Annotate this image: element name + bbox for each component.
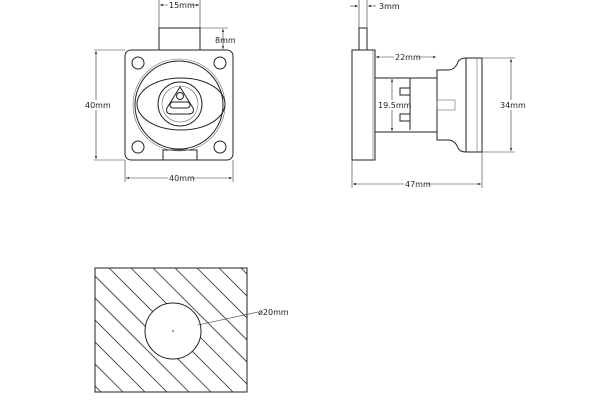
dim-8mm: 8mm (215, 36, 236, 45)
cutout-view: ø20mm (0, 267, 409, 393)
hatch-line (95, 385, 102, 392)
hatch-line (152, 268, 247, 363)
hatch-line (196, 268, 247, 319)
dim-34mm: 34mm (500, 101, 526, 110)
dim-15mm: 15mm (169, 1, 195, 10)
dim-47mm: 47mm (405, 180, 431, 189)
hatch-line (263, 268, 387, 392)
dim-19-5mm: 19.5mm (378, 101, 412, 110)
dim-40mm-height: 40mm (85, 101, 111, 110)
dim-40mm-width: 40mm (169, 174, 195, 183)
hatch-line (174, 268, 247, 341)
hatch-line (285, 268, 409, 392)
hatch-line (95, 341, 146, 392)
dim-3mm: 3mm (379, 2, 400, 11)
front-view: 15mm 8mm 40mm 40mm (84, 0, 236, 183)
hatch-line (95, 297, 190, 392)
dim-22mm: 22mm (395, 53, 421, 62)
dim-20mm-diameter: ø20mm (258, 308, 289, 317)
hatch-line (0, 268, 79, 392)
side-view: 3mm 22mm 19.5mm 34mm 47mm (350, 0, 526, 189)
hatch-line (218, 268, 247, 297)
hatch-line (95, 319, 168, 392)
hatch-line (240, 268, 247, 275)
hatch-line (95, 363, 124, 392)
